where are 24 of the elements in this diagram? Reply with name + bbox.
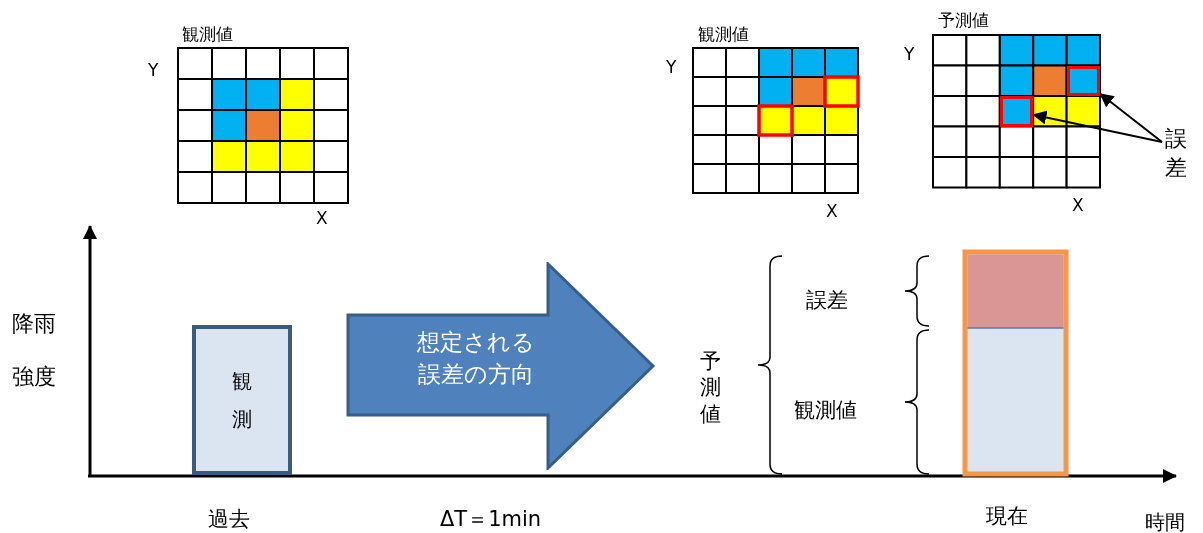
grid-title: 観測値: [182, 24, 233, 46]
callout-text: 誤差: [1165, 125, 1195, 185]
leader-line: [1032, 110, 1163, 143]
highlighted-cell: [1066, 65, 1101, 96]
axis-label: Y: [148, 60, 159, 82]
brace-label: 誤差: [806, 287, 848, 314]
leader-line: [1099, 92, 1163, 143]
grid-title: 予測値: [938, 10, 989, 32]
axis-label: Y: [904, 44, 915, 66]
highlighted-cell: [1000, 96, 1034, 127]
brace-label: 観測値: [794, 397, 857, 424]
time-label: 過去: [208, 506, 250, 533]
brace-label: 予測値: [700, 348, 722, 427]
axis-label: X: [826, 201, 838, 223]
observation-box: 観測: [192, 325, 292, 475]
axis-title: 時間: [1145, 510, 1185, 533]
time-label: ΔT＝1min: [440, 506, 542, 533]
axis-label: X: [316, 208, 328, 230]
axis-label: Y: [666, 57, 677, 79]
axis-label: X: [1072, 195, 1084, 217]
grid-title: 観測値: [698, 24, 749, 46]
time-label: 現在: [986, 503, 1028, 530]
block-arrow: 想定される誤差の方向: [346, 262, 656, 470]
axis-title: 降雨強度: [12, 310, 57, 391]
